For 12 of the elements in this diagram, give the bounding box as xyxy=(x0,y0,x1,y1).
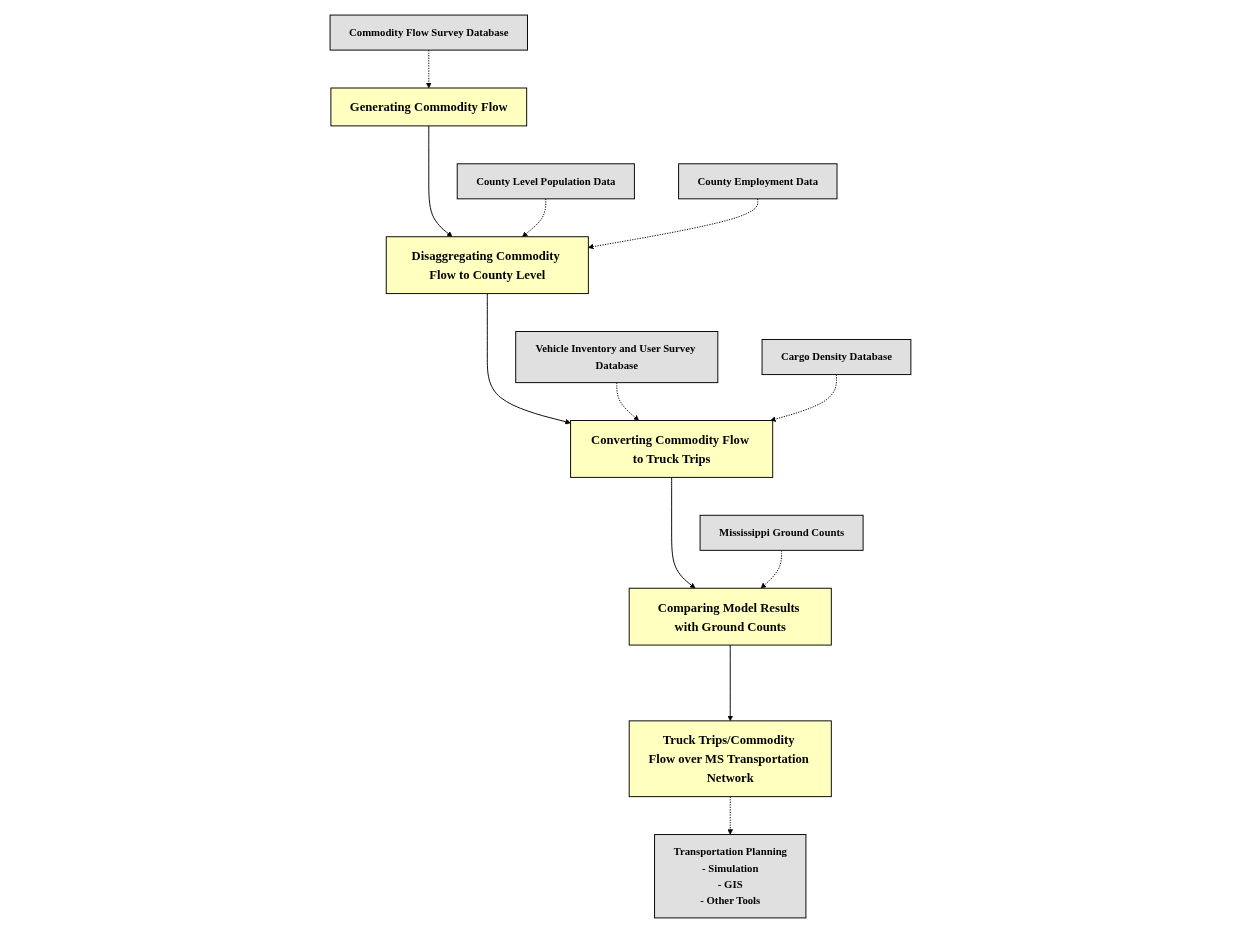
node-box: County Employment Data xyxy=(678,163,838,200)
node-box: Truck Trips/Commodity Flow over MS Transportation Network xyxy=(628,720,832,798)
node-box: Commodity Flow Survey Database xyxy=(329,14,529,51)
node-box: County Level Population Data xyxy=(456,163,635,200)
node-box: Disaggregating Commodity Flow to County Level xyxy=(385,236,589,295)
node-box: Comparing Model Results with Ground Counts xyxy=(628,587,832,646)
node-box: Vehicle Inventory and User Survey Database xyxy=(515,331,719,384)
node-box: Mississippi Ground Counts xyxy=(699,514,864,551)
node-box: Transportation Planning - Simulation - GIS - Other Tools xyxy=(654,834,807,919)
node-box: Generating Commodity Flow xyxy=(330,87,528,127)
node-box: Converting Commodity Flow to Truck Trips xyxy=(570,420,774,478)
node-box: Cargo Density Database xyxy=(761,339,912,376)
